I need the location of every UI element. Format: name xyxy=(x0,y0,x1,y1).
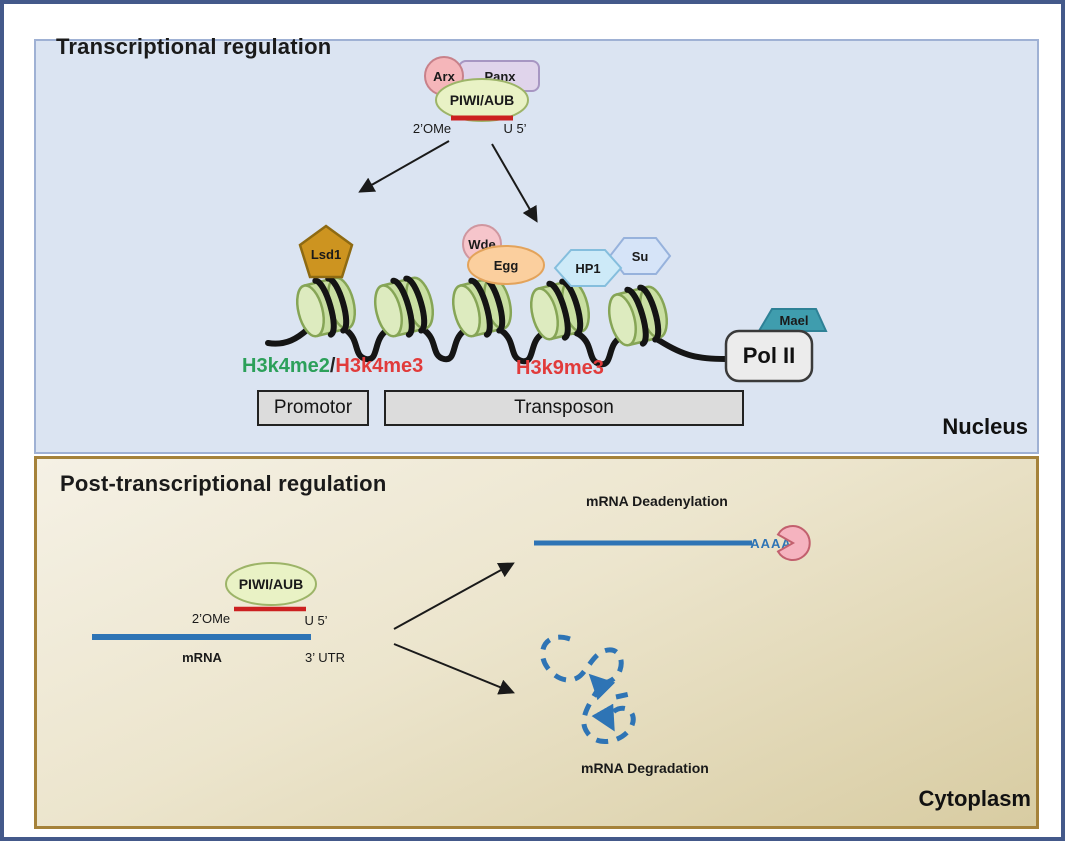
promotor-label: Promotor xyxy=(273,397,353,418)
transposon-label: Transposon xyxy=(514,397,614,418)
lsd1-label: Lsd1 xyxy=(311,247,341,262)
pirisc-complex-cytoplasm: PIWI/AUB 2’OMe U 5’ mRNA 3’ UTR xyxy=(92,562,345,665)
histone-marks-promoter: H3k4me2/H3k4me3 xyxy=(242,355,423,378)
ome-label: 2’OMe xyxy=(192,611,230,626)
h3k9me3-mark: H3k9me3 xyxy=(516,357,604,379)
pol2-protein: Pol II xyxy=(724,329,814,383)
exonuclease-pacman xyxy=(776,525,811,561)
arrow-to-transposon xyxy=(491,143,538,223)
mael-protein: Mael xyxy=(757,308,828,332)
mrna-deadenylation-label: mRNA Deadenylation xyxy=(586,493,728,509)
pol2-label: Pol II xyxy=(743,343,796,368)
lsd1-protein: Lsd1 xyxy=(298,224,354,279)
egg-label: Egg xyxy=(494,258,519,273)
degraded-mrna-tangle xyxy=(540,634,636,744)
mael-label: Mael xyxy=(780,313,809,328)
polya-tail: AAAA xyxy=(750,536,792,551)
piwi-aub-label: PIWI/AUB xyxy=(450,92,515,108)
nucleus-region-label: Nucleus xyxy=(942,414,1028,439)
su-protein: Su xyxy=(608,237,672,275)
promotor-box: Promotor xyxy=(257,390,369,426)
cytoplasm-section-title: Post-transcriptional regulation xyxy=(60,471,387,496)
pirisc-complex-nucleus: Panx Arx PIWI/AUB 2’OMe U 5’ xyxy=(413,56,540,136)
arrow-to-deadenylation xyxy=(393,562,515,630)
cytoplasm-region-label: Cytoplasm xyxy=(918,786,1031,811)
h3k4me3-mark: H3k4me3 xyxy=(335,355,424,377)
mark-slash: / xyxy=(329,355,336,377)
nucleus-diagram: Mael Pol II Lsd1 Wde Egg Su HP1 xyxy=(265,56,828,383)
utr-label: 3’ UTR xyxy=(305,650,345,665)
hp1-protein: HP1 xyxy=(553,249,623,287)
arrow-to-promoter xyxy=(358,140,450,193)
cytoplasm-diagram: AAAA PIWI/AUB 2’OMe U 5’ mRNA 3’ UTR xyxy=(92,525,811,744)
nucleus-panel xyxy=(34,39,1039,454)
hp1-label: HP1 xyxy=(575,261,600,276)
piwi-aub-label: PIWI/AUB xyxy=(239,576,304,592)
ome-label: 2’OMe xyxy=(413,121,451,136)
u5-label: U 5’ xyxy=(503,121,526,136)
piwi-aub-shape xyxy=(435,78,529,122)
u5-label: U 5’ xyxy=(304,613,327,628)
su-label: Su xyxy=(632,249,649,264)
transposon-box: Transposon xyxy=(384,390,744,426)
h3k4me2-mark: H3k4me2 xyxy=(242,355,330,377)
piwi-aub-shape xyxy=(225,562,317,606)
arx-label: Arx xyxy=(433,69,455,84)
mrna-degradation-label: mRNA Degradation xyxy=(581,760,709,776)
egg-protein: Egg xyxy=(467,245,545,285)
arrow-to-degradation xyxy=(393,643,515,695)
cytoplasm-panel xyxy=(34,456,1039,829)
nucleus-section-title: Transcriptional regulation xyxy=(56,34,332,59)
mrna-label: mRNA xyxy=(182,650,222,665)
